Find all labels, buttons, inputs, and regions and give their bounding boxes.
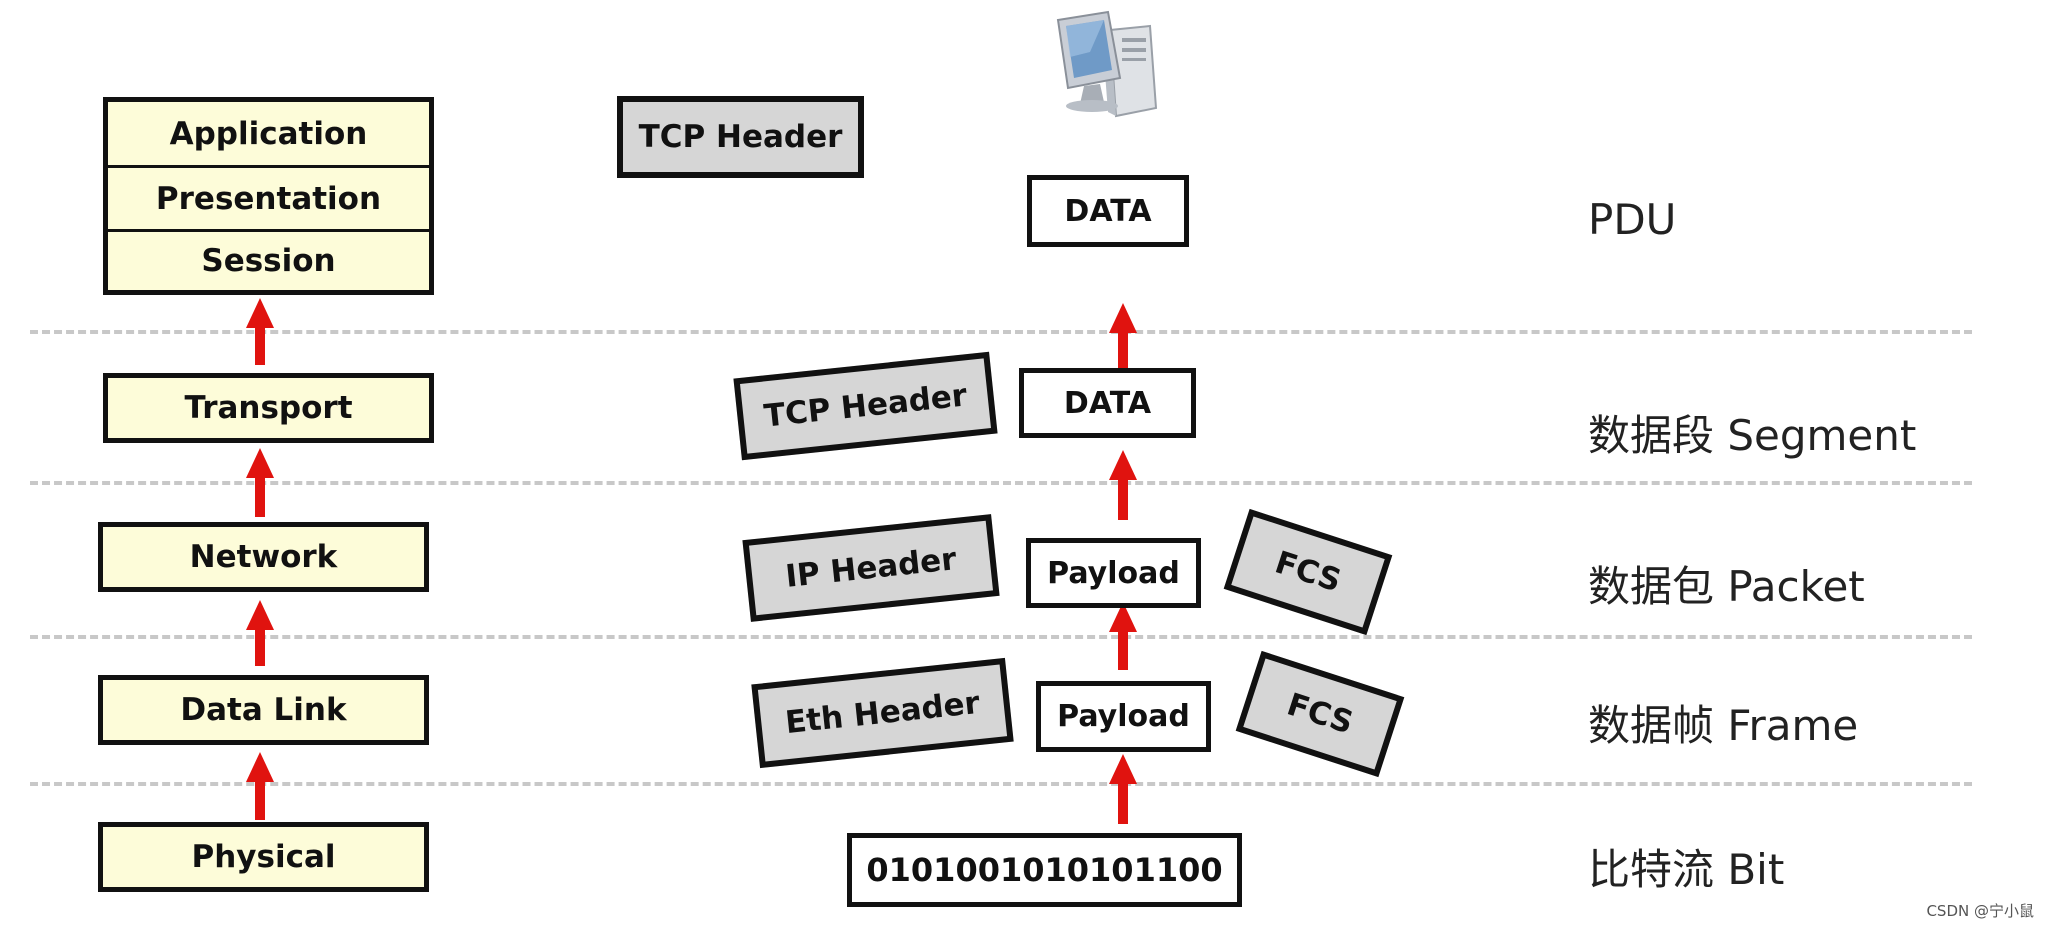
label-segment: 数据段 Segment (1588, 411, 1917, 460)
layer-session: Session (108, 229, 429, 290)
separator-2 (30, 481, 1972, 485)
arrow-up-icon (246, 298, 274, 365)
arrow-up-icon (246, 448, 274, 517)
segment-data-box: DATA (1019, 368, 1196, 438)
bitstream-box: 0101001010101100 (847, 833, 1242, 907)
arrow-up-icon (246, 752, 274, 820)
arrow-up-icon (246, 600, 274, 666)
layer-transport: Transport (103, 373, 434, 443)
layer-presentation: Presentation (108, 165, 429, 229)
top-data-box: DATA (1027, 175, 1189, 247)
arrow-up-icon (1109, 754, 1137, 824)
packet-payload-box: Payload (1026, 538, 1201, 608)
label-bit: 比特流 Bit (1588, 845, 1785, 894)
computer-icon (1056, 10, 1158, 118)
layer-network: Network (98, 522, 429, 592)
layer-data-link: Data Link (98, 675, 429, 745)
arrow-up-icon (1109, 450, 1137, 520)
label-frame: 数据帧 Frame (1588, 701, 1859, 750)
separator-3 (30, 635, 1972, 639)
watermark: CSDN @宁小鼠 (1926, 902, 2034, 920)
separator-1 (30, 330, 1972, 334)
separator-4 (30, 782, 1972, 786)
upper-layers-stack: Application Presentation Session (103, 97, 434, 295)
label-pdu: PDU (1588, 195, 1677, 244)
arrow-up-icon (1109, 303, 1137, 370)
layer-physical: Physical (98, 822, 429, 892)
arrow-up-icon (1109, 602, 1137, 670)
frame-payload-box: Payload (1036, 681, 1211, 752)
layer-application: Application (169, 115, 368, 152)
label-packet: 数据包 Packet (1588, 562, 1865, 611)
top-tcp-header-box: TCP Header (617, 96, 864, 178)
